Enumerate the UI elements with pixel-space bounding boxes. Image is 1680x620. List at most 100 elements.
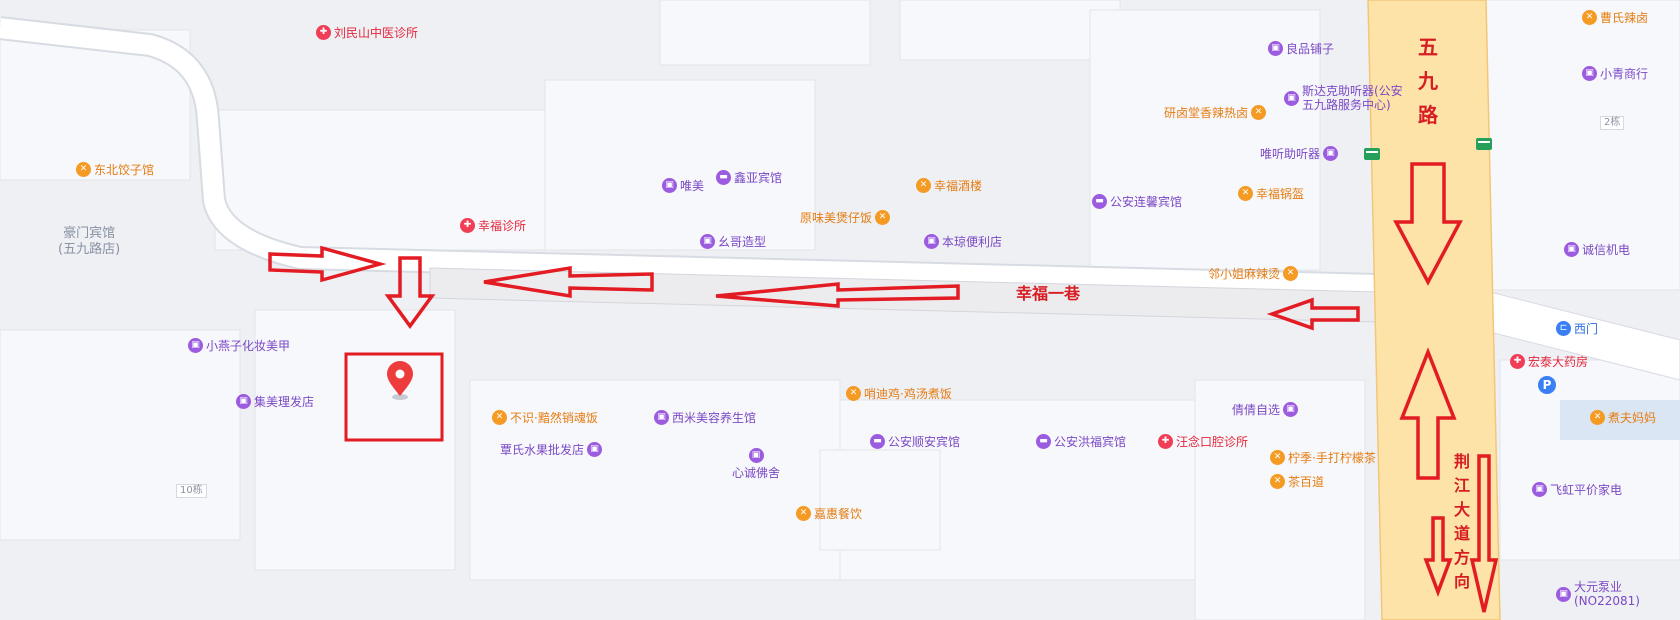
poi-dongbei[interactable]: ✕东北饺子馆 — [76, 162, 154, 177]
poi-yuanweimei[interactable]: ✕原味美煲仔饭 — [800, 210, 891, 225]
poi-label: 公安洪福宾馆 — [1054, 434, 1127, 449]
road-name-text: 五九路 — [1418, 35, 1438, 127]
arrow-south-main — [1393, 162, 1463, 286]
shopping-bag-icon: ▣ — [662, 178, 677, 193]
poi-xingfu-guo[interactable]: ✕幸福锅盔 — [1238, 186, 1304, 201]
building-tag-2: 2栋 — [1600, 116, 1625, 130]
shopping-bag-icon: ▣ — [1283, 402, 1299, 417]
building-block — [1194, 379, 1366, 620]
poi-sidake[interactable]: ▣斯达克助听器(公安五九路服务中心) — [1284, 84, 1410, 112]
poi-label: 心诚佛舍 — [732, 466, 781, 480]
poi-shaodiji[interactable]: ✕哨迪鸡·鸡汤煮饭 — [846, 386, 952, 401]
poi-hongtai[interactable]: ✚宏泰大药房 — [1510, 354, 1588, 369]
building-branch: (五九路店) — [58, 242, 121, 257]
poi-wangnian[interactable]: ✚汪念口腔诊所 — [1158, 434, 1248, 449]
shopping-bag-icon: ▣ — [700, 234, 715, 249]
poi-label: 西门 — [1574, 321, 1599, 336]
poi-label: 汪念口腔诊所 — [1176, 434, 1249, 449]
poi-label: 原味美煲仔饭 — [800, 210, 873, 225]
poi-jiahui[interactable]: ✕嘉惠餐饮 — [796, 506, 862, 521]
poi-label: 哨迪鸡·鸡汤煮饭 — [864, 386, 952, 401]
arrow-down-to-pin — [384, 256, 436, 329]
location-pin-icon[interactable] — [387, 361, 413, 400]
poi-weiting[interactable]: ▣唯听助听器 — [1260, 146, 1339, 161]
building-label-haomen: 豪门宾馆 (五九路店) — [58, 226, 120, 258]
fork-knife-icon: ✕ — [76, 162, 91, 177]
poi-label: 幺哥造型 — [718, 234, 767, 249]
poi-xincheng-fo[interactable]: ▣ 心诚佛舍 — [732, 448, 780, 480]
poi-liuminshan[interactable]: ✚刘民山中医诊所 — [316, 25, 418, 40]
poi-label: 倩倩自选 — [1232, 402, 1281, 417]
poi-feihong[interactable]: ▣飞虹平价家电 — [1532, 482, 1622, 497]
shopping-bag-icon: ▣ — [748, 448, 764, 463]
gate-icon: ⊏ — [1556, 321, 1571, 336]
bus-stop-icon[interactable] — [1476, 138, 1492, 150]
poi-label: 茶百道 — [1288, 474, 1325, 489]
bed-icon: ▬ — [1036, 434, 1051, 449]
arrow-west-2 — [715, 282, 960, 308]
poi-cao[interactable]: ✕曹氏辣卤 — [1582, 10, 1648, 25]
shopping-bag-icon: ▣ — [924, 234, 939, 249]
poi-weimei[interactable]: ▣唯美 — [662, 178, 704, 193]
poi-shunan[interactable]: ▬公安顺安宾馆 — [870, 434, 960, 449]
building-block — [214, 109, 546, 251]
poi-tan-fruit[interactable]: ▣覃氏水果批发店 — [500, 442, 603, 457]
shopping-bag-icon: ▣ — [1323, 146, 1339, 161]
poi-label: 本琼便利店 — [942, 234, 1003, 249]
poi-label: 煮夫妈妈 — [1608, 410, 1657, 425]
poi-qianqian[interactable]: ▣倩倩自选 — [1232, 402, 1299, 417]
poi-xingfu-restaurant[interactable]: ✕幸福酒楼 — [916, 178, 982, 193]
shopping-bag-icon: ▣ — [1556, 586, 1571, 602]
poi-label: 鑫亚宾馆 — [734, 170, 783, 185]
poi-honfu[interactable]: ▬公安洪福宾馆 — [1036, 434, 1126, 449]
poi-xinya[interactable]: ▬鑫亚宾馆 — [716, 170, 782, 185]
shopping-bag-icon: ▣ — [236, 394, 251, 409]
poi-label: 公安顺安宾馆 — [888, 434, 961, 449]
poi-chengxin-jidian[interactable]: ▣诚信机电 — [1564, 242, 1630, 257]
shopping-bag-icon: ▣ — [1532, 482, 1547, 497]
poi-yanlu[interactable]: ✕研卤堂香辣热卤 — [1164, 105, 1267, 120]
parking-icon[interactable]: P — [1538, 376, 1556, 394]
shopping-bag-icon: ▣ — [654, 410, 669, 425]
bus-stop-icon[interactable] — [1364, 148, 1380, 160]
poi-dayuan[interactable]: ▣大元泵业(NO22081) — [1556, 580, 1674, 608]
medical-cross-icon: ✚ — [1158, 434, 1173, 449]
poi-liangpin[interactable]: ▣良品铺子 — [1268, 41, 1334, 56]
poi-label: 幸福锅盔 — [1256, 186, 1305, 201]
poi-label: 良品铺子 — [1286, 41, 1335, 56]
poi-jimei[interactable]: ▣集美理发店 — [236, 394, 314, 409]
poi-bushi[interactable]: ✕不识·黯然销魂饭 — [492, 410, 598, 425]
medical-cross-icon: ✚ — [316, 25, 331, 40]
fork-knife-icon: ✕ — [492, 410, 507, 425]
poi-yaoge[interactable]: ▣幺哥造型 — [700, 234, 766, 249]
bed-icon: ▬ — [716, 170, 731, 185]
poi-deng[interactable]: ✕邻小姐麻辣烫 — [1208, 266, 1299, 281]
poi-chabaidao[interactable]: ✕茶百道 — [1270, 474, 1324, 489]
fork-knife-icon: ✕ — [1251, 105, 1267, 120]
poi-gongan-lianxin[interactable]: ▬公安连馨宾馆 — [1092, 194, 1182, 209]
poi-xiaoyanzi[interactable]: ▣小燕子化妆美甲 — [188, 338, 290, 353]
arrow-west-3 — [1266, 297, 1360, 331]
building-block — [659, 0, 871, 66]
poi-xingfu-clinic[interactable]: ✚幸福诊所 — [460, 218, 526, 233]
building-tag-10: 10栋 — [176, 484, 207, 498]
bed-icon: ▬ — [1092, 194, 1107, 209]
poi-ximi[interactable]: ▣西米美容养生馆 — [654, 410, 756, 425]
arrow-south-jingjiang-2 — [1423, 516, 1453, 597]
arrow-north-main — [1399, 347, 1457, 480]
shopping-bag-icon: ▣ — [188, 338, 203, 353]
poi-label: 东北饺子馆 — [94, 162, 155, 177]
poi-xiaoqing[interactable]: ▣小青商行 — [1582, 66, 1648, 81]
medical-cross-icon: ✚ — [460, 218, 475, 233]
poi-ningji[interactable]: ✕柠季·手打柠檬茶 — [1270, 450, 1376, 465]
shopping-bag-icon: ▣ — [587, 442, 603, 457]
road-label-jingjiang: 荆江大道方向 — [1452, 450, 1472, 594]
shopping-bag-icon: ▣ — [1268, 41, 1283, 56]
poi-ximen[interactable]: ⊏西门 — [1556, 321, 1598, 336]
poi-zhufu[interactable]: ✕煮夫妈妈 — [1590, 410, 1656, 425]
building-name: 豪门宾馆 — [63, 226, 116, 241]
poi-benqiong[interactable]: ▣本琼便利店 — [924, 234, 1002, 249]
fork-knife-icon: ✕ — [1270, 474, 1285, 489]
